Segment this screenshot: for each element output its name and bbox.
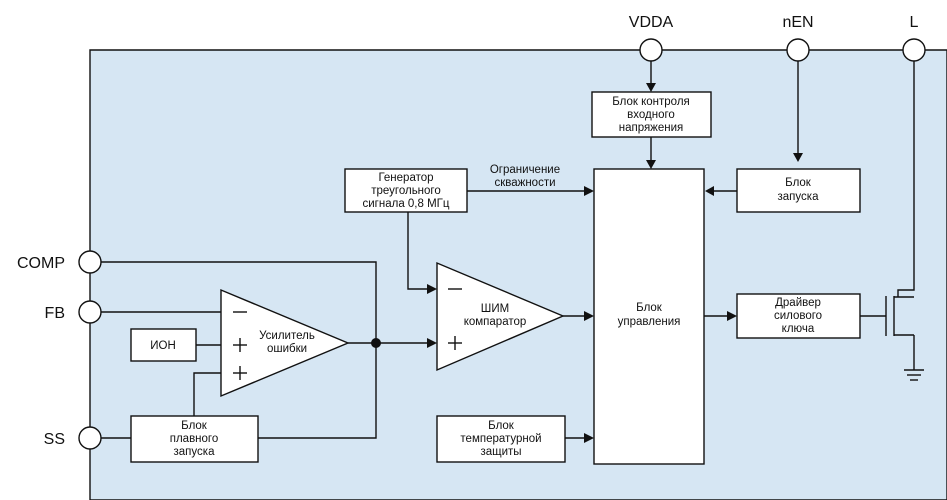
soft-start-line-1: Блок	[181, 420, 208, 432]
duty-limit-line-1: Ограничение	[490, 164, 560, 176]
arrow-to-pwm-minus	[427, 284, 437, 294]
thermal-line-3: защиты	[480, 446, 521, 458]
pin-ss-terminal	[78, 426, 102, 450]
arrow-thermal-to-control	[584, 433, 594, 443]
vin-monitor-line-2: входного	[627, 109, 675, 121]
vin-monitor-block	[591, 91, 712, 138]
pwm-comp-line-2: компаратор	[464, 316, 527, 328]
pin-fb-terminal	[78, 300, 102, 324]
pin-label-fb: FB	[45, 305, 65, 322]
generator-line-2: треугольного	[371, 185, 441, 197]
control-block-line-2: управления	[618, 316, 681, 328]
start-block-line-1: Блок	[785, 177, 812, 189]
chip-panel	[89, 49, 947, 500]
error-amp-line-2: ошибки	[267, 343, 307, 355]
pin-label-ss: SS	[44, 431, 65, 448]
driver-line-2: силового	[774, 310, 822, 322]
soft-start-line-2: плавного	[170, 433, 219, 445]
thermal-line-2: температурной	[460, 433, 541, 445]
pin-l-terminal	[902, 38, 926, 62]
arrow-to-pwm-plus	[427, 338, 437, 348]
arrow-control-to-driver	[727, 311, 737, 321]
driver-line-3: ключа	[782, 323, 815, 335]
thermal-block	[436, 415, 566, 463]
arrow-nen	[793, 153, 803, 162]
start-block-line-2: запуска	[778, 191, 820, 203]
pin-label-nen: nEN	[782, 14, 813, 31]
generator-block	[344, 168, 468, 213]
arrow-vin-to-control	[646, 160, 656, 169]
soft-start-line-3: запуска	[174, 446, 216, 458]
pin-vdda-terminal	[639, 38, 663, 62]
error-amp-line-1: Усилитель	[259, 330, 315, 342]
pin-label-l: L	[910, 14, 919, 31]
arrow-pwm-to-control	[584, 311, 594, 321]
junction-node	[371, 338, 381, 348]
pin-comp-terminal	[78, 250, 102, 274]
pwm-comparator	[436, 261, 565, 372]
start-block	[736, 168, 861, 213]
generator-line-1: Генератор	[378, 172, 433, 184]
driver-line-1: Драйвер	[775, 297, 821, 309]
thermal-line-1: Блок	[488, 420, 515, 432]
arrow-start-to-control	[705, 186, 714, 196]
arrow-vdda	[646, 83, 656, 92]
control-block	[593, 168, 705, 465]
vin-monitor-line-3: напряжения	[619, 122, 684, 134]
pin-label-vdda: VDDA	[629, 14, 674, 31]
ion-block	[130, 328, 197, 362]
pin-nen-terminal	[786, 38, 810, 62]
vin-monitor-line-1: Блок контроля	[612, 96, 690, 108]
error-amplifier	[220, 288, 350, 398]
pwm-comp-line-1: ШИМ	[481, 303, 509, 315]
control-block-line-1: Блок	[636, 302, 663, 314]
duty-limit-line-2: скважности	[494, 177, 555, 189]
power-mosfet-symbol	[885, 296, 924, 381]
arrow-duty-limit	[584, 186, 594, 196]
driver-block	[736, 293, 861, 339]
generator-line-3: сигнала 0,8 МГц	[363, 198, 450, 210]
ion-label: ИОН	[150, 340, 176, 352]
soft-start-block	[130, 415, 259, 463]
pin-label-comp: COMP	[17, 255, 65, 272]
